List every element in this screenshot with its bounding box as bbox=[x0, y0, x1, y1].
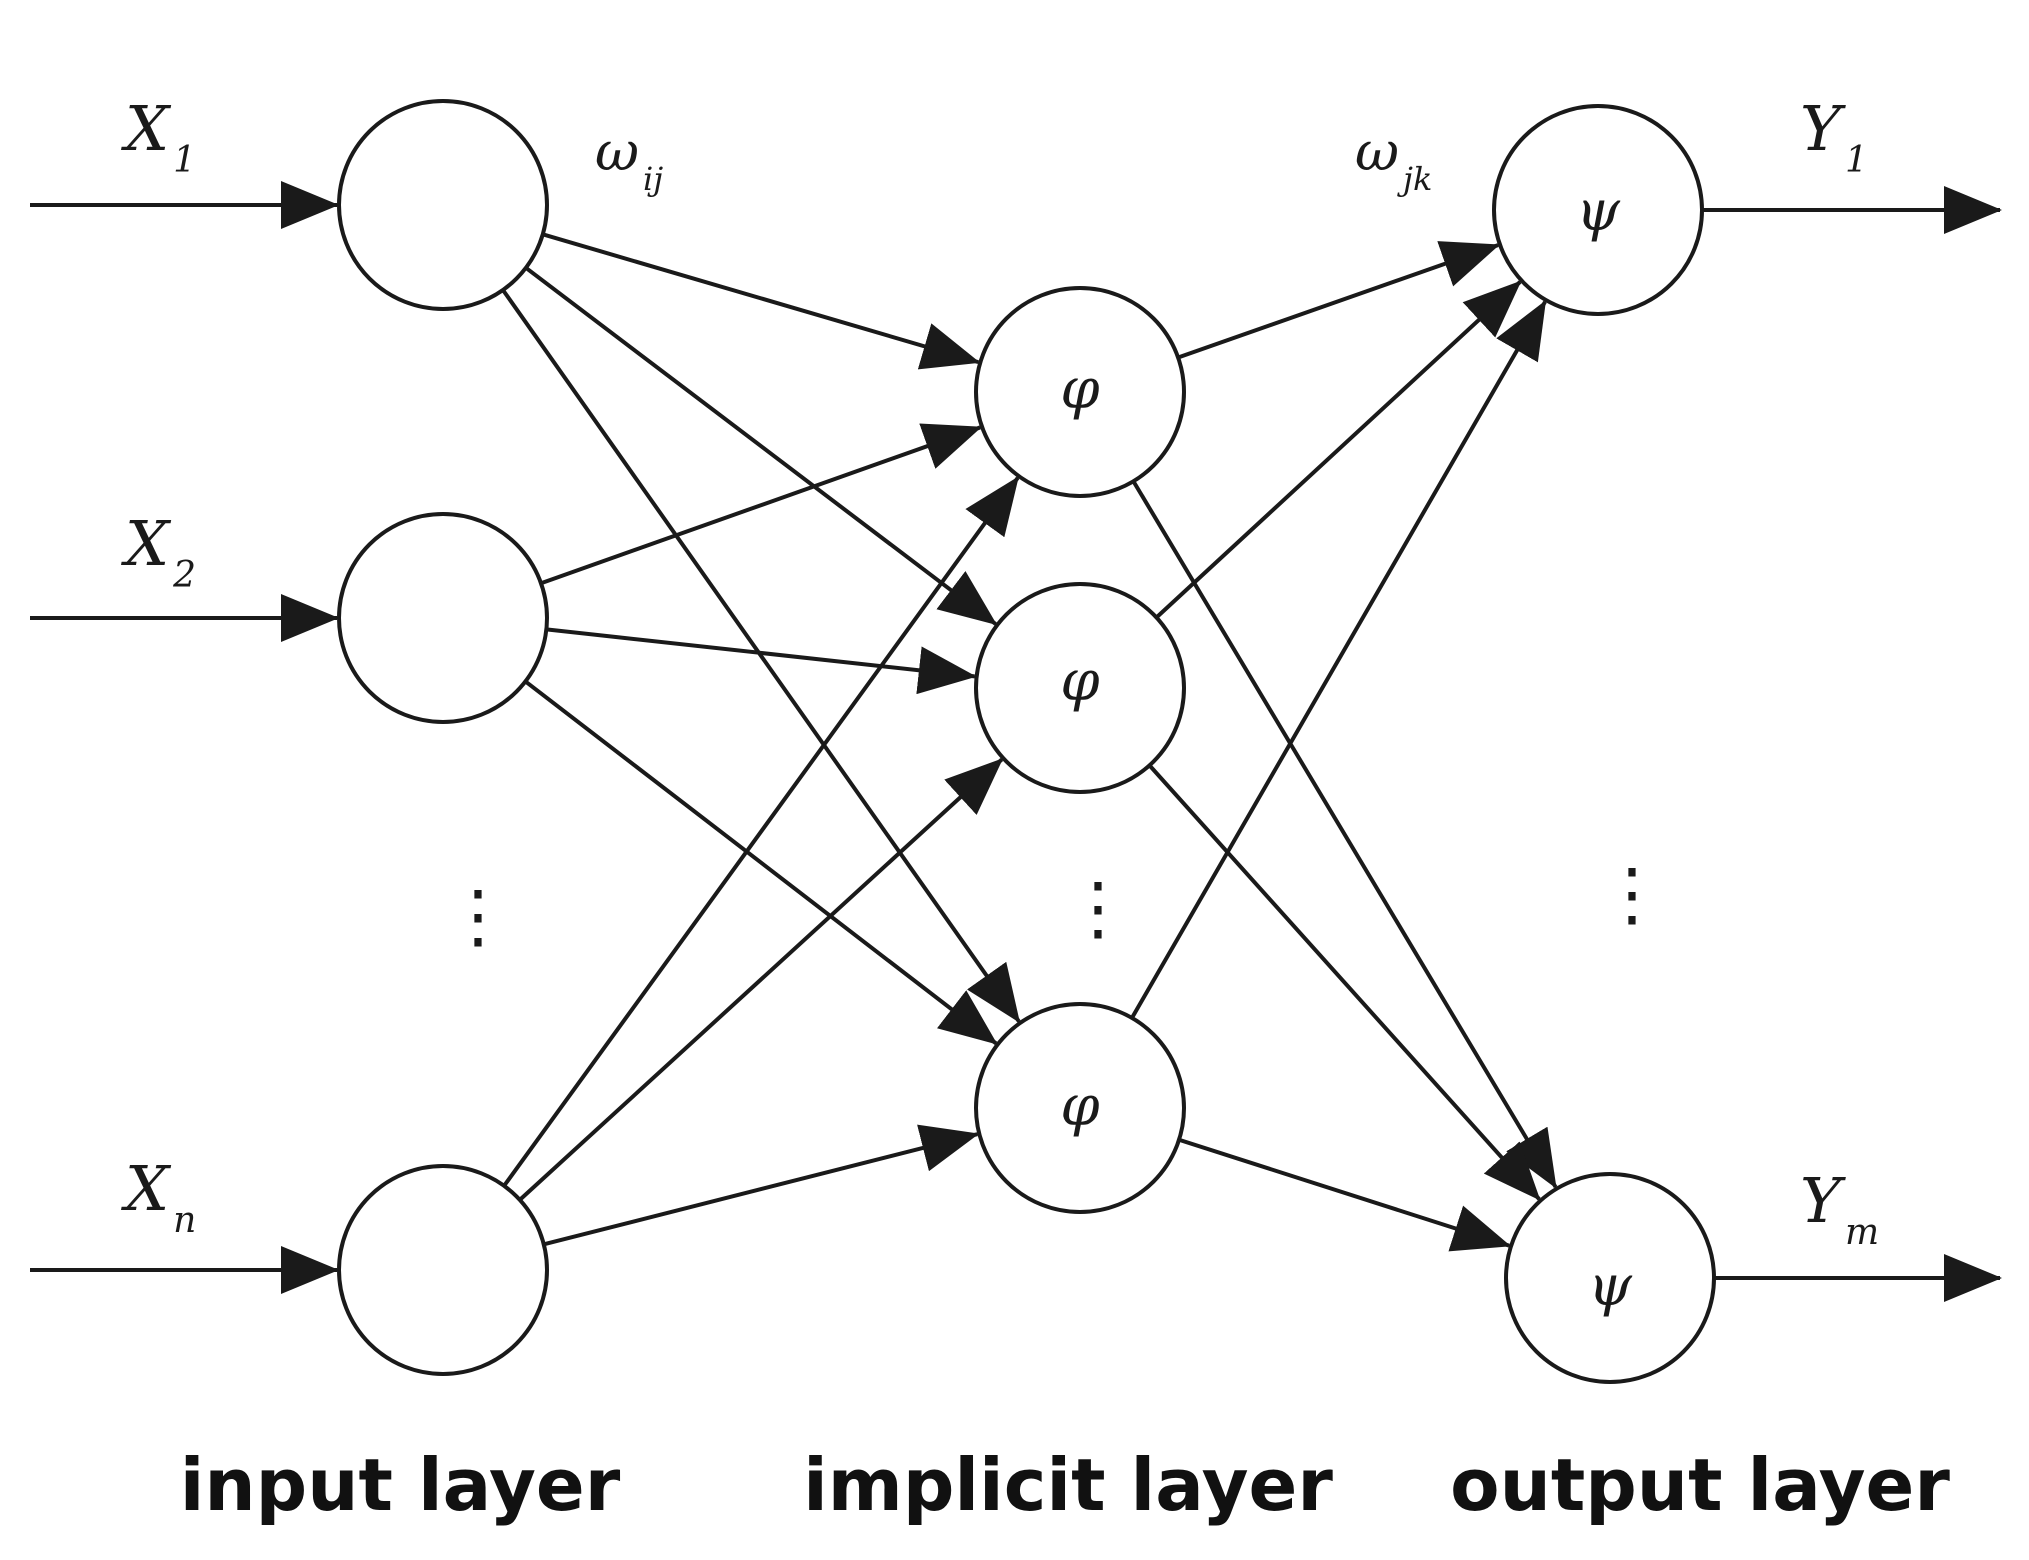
edge-input-2-hidden-2 bbox=[546, 627, 977, 695]
edge-hidden-2-output-2 bbox=[1148, 764, 1541, 1201]
output-layer-label: output layer bbox=[1450, 1443, 1950, 1527]
connection-edges bbox=[501, 232, 1558, 1252]
input-ellipsis: ⋮ bbox=[443, 875, 513, 957]
edge-input-2-hidden-1 bbox=[540, 423, 982, 586]
edge-input-1-hidden-3 bbox=[501, 288, 1021, 1024]
hidden-node-3-symbol: φ bbox=[1060, 1074, 1099, 1139]
edge-input-3-hidden-2 bbox=[518, 758, 1004, 1202]
output-node-2-symbol: ψ bbox=[1588, 1254, 1633, 1319]
output-arrows bbox=[1702, 186, 2002, 1302]
hidden-node-1-symbol: φ bbox=[1060, 357, 1099, 422]
edge-hidden-2-output-1 bbox=[1155, 280, 1522, 619]
edge-input-2-hidden-3 bbox=[524, 679, 998, 1045]
edge-input-1-hidden-1 bbox=[542, 232, 981, 370]
hidden-node-2-symbol: φ bbox=[1060, 649, 1099, 714]
edge-hidden-3-output-1 bbox=[1130, 300, 1547, 1019]
input-node-2 bbox=[337, 512, 549, 724]
edge-input-3-hidden-3 bbox=[543, 1124, 980, 1247]
output-node-1 bbox=[1492, 104, 1704, 316]
input-arrows bbox=[30, 181, 339, 1294]
output-node-1-symbol: ψ bbox=[1576, 179, 1621, 244]
hidden-layer-label: implicit layer bbox=[803, 1443, 1333, 1527]
hidden-node-2 bbox=[974, 582, 1186, 794]
hidden-node-1 bbox=[974, 286, 1186, 498]
edge-hidden-3-output-2 bbox=[1178, 1137, 1511, 1252]
nodes bbox=[337, 99, 1716, 1384]
input-layer-label: input layer bbox=[180, 1443, 621, 1527]
output-ellipsis: ⋮ bbox=[1597, 853, 1667, 935]
output-node-2 bbox=[1504, 1172, 1716, 1384]
hidden-ellipsis: ⋮ bbox=[1063, 867, 1133, 949]
hidden-node-3 bbox=[974, 1002, 1186, 1214]
edge-hidden-1-output-1 bbox=[1177, 241, 1500, 360]
edge-input-3-hidden-1 bbox=[502, 476, 1020, 1187]
input-node-3 bbox=[337, 1164, 549, 1376]
edge-input-1-hidden-2 bbox=[524, 266, 998, 626]
input-node-1 bbox=[337, 99, 549, 311]
edge-hidden-1-output-2 bbox=[1131, 480, 1558, 1189]
